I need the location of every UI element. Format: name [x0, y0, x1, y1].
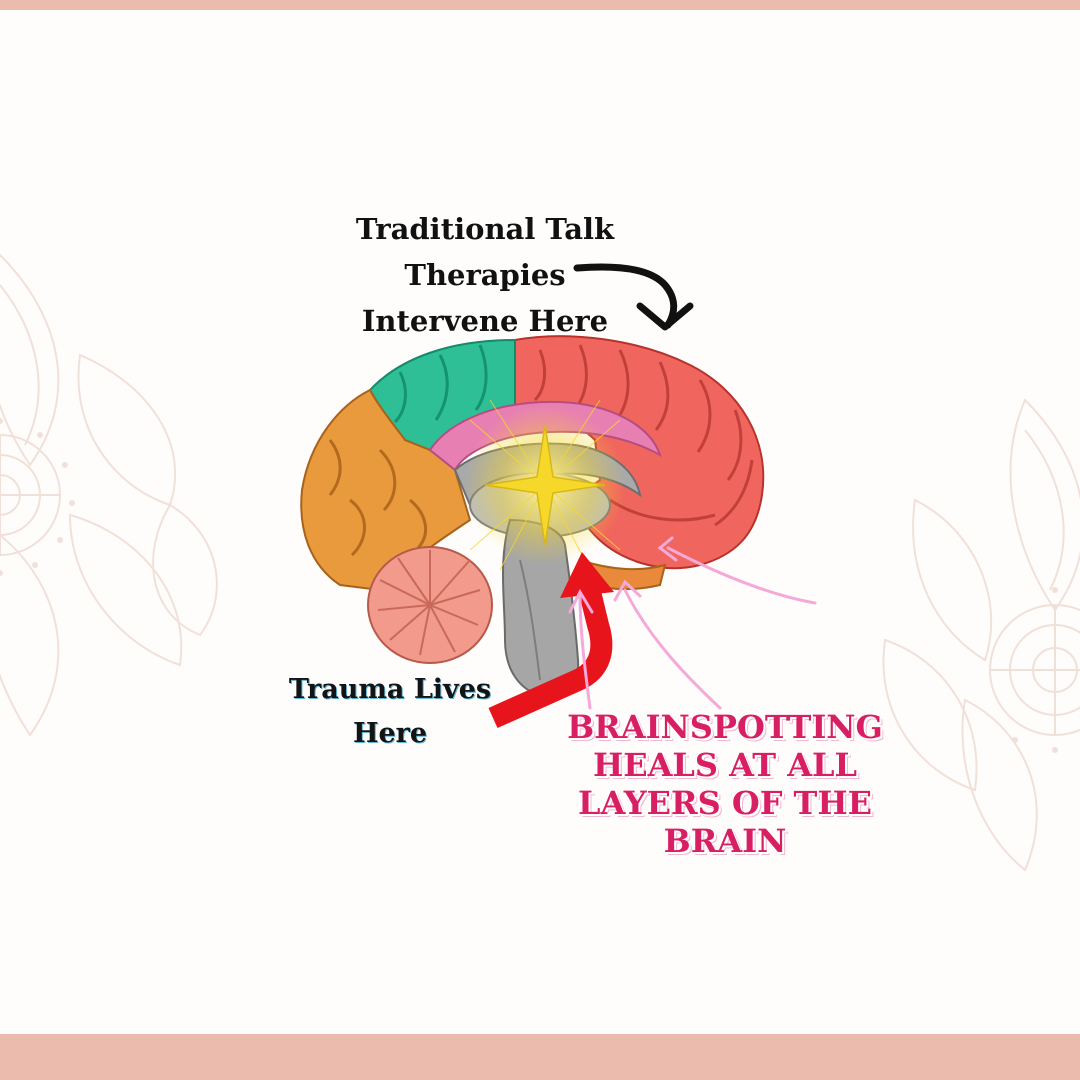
trauma-line-1: Trauma Lives	[288, 674, 492, 705]
brainspotting-line-4: BRAIN	[663, 822, 787, 860]
talk-therapy-line-1: Traditional Talk	[355, 212, 615, 246]
brainspotting-line-2: HEALS AT ALL	[592, 746, 858, 784]
trauma-label: Trauma Lives Here	[270, 668, 510, 756]
brainspotting-line-3: LAYERS OF THE	[578, 784, 872, 822]
top-border-bar	[0, 0, 1080, 10]
mandala-right-icon	[882, 398, 1080, 872]
healing-arrows	[568, 536, 817, 710]
talk-therapy-label: Traditional Talk Therapies Intervene Her…	[335, 206, 635, 344]
trauma-arrow	[488, 589, 613, 729]
sparkle-icon	[484, 424, 606, 546]
brainspotting-line-1: BRAINSPOTTING	[567, 708, 883, 746]
mandala-left-icon	[0, 253, 218, 737]
talk-therapy-line-3: Intervene Here	[361, 304, 609, 338]
talk-therapy-line-2: Therapies	[404, 258, 566, 292]
bottom-border-bar	[0, 1034, 1080, 1080]
trauma-line-2: Here	[352, 718, 428, 749]
brainspotting-label: BRAINSPOTTING HEALS AT ALL LAYERS OF THE…	[545, 708, 905, 860]
talk-therapy-arrow	[573, 263, 678, 329]
